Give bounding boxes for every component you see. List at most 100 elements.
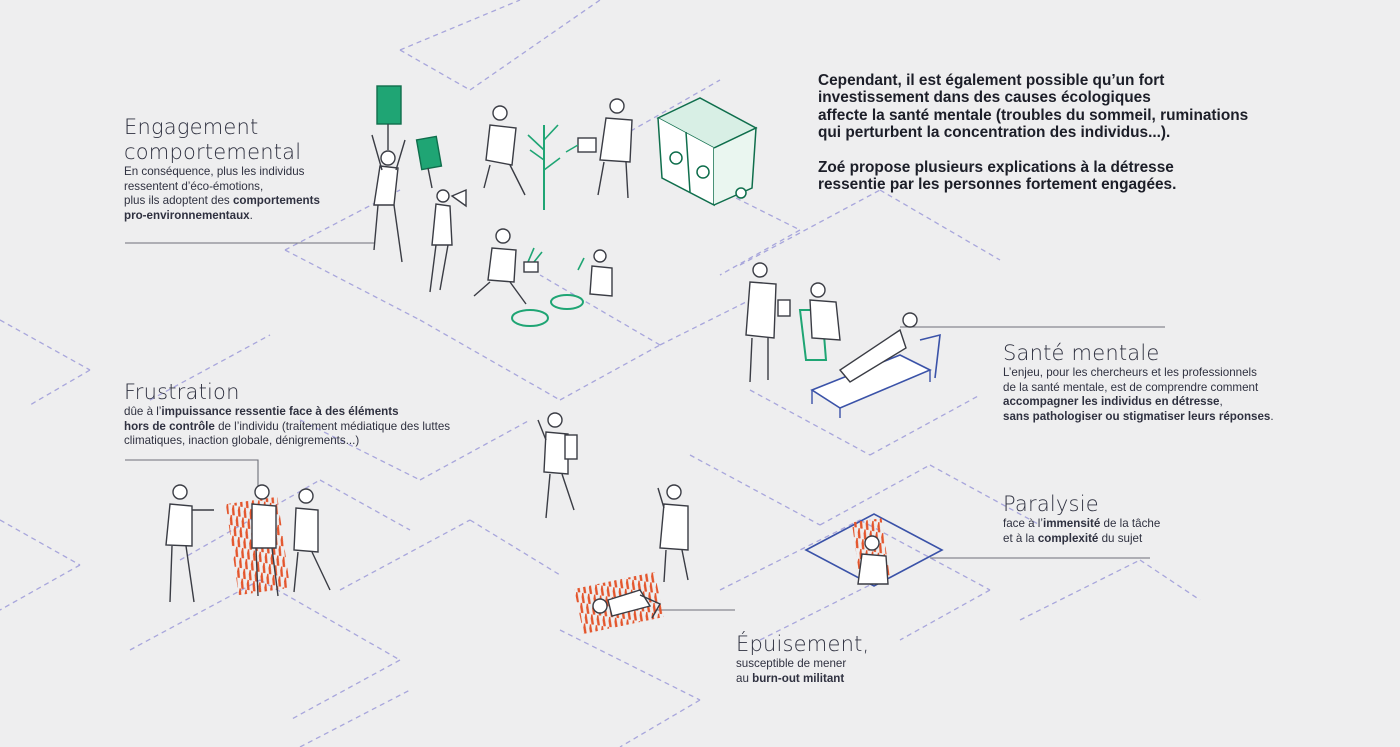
tree-planting-icon [483, 105, 561, 210]
leader-line-frustration [125, 459, 259, 490]
grid-line [559, 629, 701, 701]
therapy-couch-icon [798, 282, 941, 418]
engagement-line: En conséquence, plus les individus [124, 165, 305, 178]
intro-line: investissement dans des causes écologiqu… [818, 89, 1151, 107]
psychologist-icon [745, 262, 791, 383]
sante-line: L’enjeu, pour les chercheurs et les prof… [1003, 366, 1257, 379]
engagement-line: plus ils adoptent des [124, 194, 233, 208]
grid-line [339, 519, 471, 591]
paralysie-bold: complexité [1037, 531, 1099, 545]
frustration-line: climatiques, inaction globale, dénigreme… [124, 434, 360, 448]
grid-line [299, 689, 411, 747]
engagement-bold: comportements [232, 194, 320, 208]
megaphone-protester-icon [415, 135, 467, 293]
frustration-title: Frustration [124, 380, 240, 404]
engagement-bold: pro-environnementaux [124, 208, 250, 222]
intro-paragraph-2: Zoé propose plusieurs explications à la … [818, 159, 1338, 194]
paralysie-description: face à l’immensité de la tâche et à la c… [1003, 517, 1223, 546]
engagement-title-line2: comportemental [124, 140, 302, 164]
dashed-grid-lines [0, 0, 1201, 747]
intro-line: qui perturbent la concentration des indi… [818, 124, 1171, 142]
section-sante-mentale: Santé mentale L’enjeu, pour les chercheu… [1003, 341, 1333, 424]
grid-line [0, 564, 81, 611]
sante-bold: sans pathologiser ou stigmatiser leurs r… [1003, 409, 1271, 423]
section-epuisement: Épuisement, susceptible de mener au burn… [736, 632, 956, 686]
grid-line [659, 299, 751, 346]
grid-line [29, 369, 91, 406]
epuisement-description: susceptible de mener au burn-out militan… [736, 657, 956, 686]
engagement-line: ressentent d’éco-émotions, [124, 179, 264, 193]
grid-line [749, 389, 871, 456]
lying-exhausted-person-icon [574, 571, 664, 635]
grid-line [869, 394, 981, 456]
engagement-title-line1: Engagement [124, 115, 259, 139]
engagement-line: . [249, 208, 253, 222]
grid-line [299, 419, 421, 481]
sante-line: , [1219, 395, 1223, 409]
intro-line: Cependant, il est également possible qu’… [818, 72, 1165, 89]
sante-line: de la santé mentale, est de comprendre c… [1003, 380, 1259, 394]
sante-bold: accompagner les individus en détresse [1003, 395, 1220, 409]
worried-person-icon [657, 484, 689, 583]
watering-can-icon [565, 98, 633, 199]
grid-line [419, 419, 531, 481]
section-frustration: Frustration dûe à l’impuissance ressenti… [124, 380, 504, 449]
sante-title: Santé mentale [1003, 341, 1160, 365]
engagement-description: En conséquence, plus les individus resse… [124, 165, 384, 223]
grid-line [719, 519, 861, 591]
epuisement-line: susceptible de mener [736, 657, 847, 670]
engagement-title: Engagement comportemental [124, 115, 384, 165]
grid-line [289, 659, 401, 721]
paralysie-line: et à la [1003, 531, 1038, 545]
arguing-group-icon [165, 484, 331, 603]
grid-line [559, 344, 661, 401]
grid-line [129, 579, 261, 651]
grid-line [819, 464, 931, 526]
intro-line: ressentie par les personnes fortement en… [818, 176, 1177, 194]
intro-paragraph-1: Cependant, il est également possible qu’… [818, 72, 1338, 142]
grid-line [719, 189, 801, 231]
grid-line [399, 0, 521, 51]
paralysie-bold: immensité [1042, 517, 1101, 530]
frustration-line: de l’individu (traitement médiatique des… [214, 419, 451, 433]
frustration-description: dûe à l’impuissance ressentie face à des… [124, 405, 504, 449]
epuisement-line: au [736, 671, 753, 685]
frustration-line: dûe à l’ [124, 405, 162, 418]
sante-line: . [1270, 409, 1274, 423]
protester-sign-icon [371, 85, 406, 263]
grid-line [0, 319, 91, 371]
grid-line [149, 334, 271, 401]
seedling-planting-icon [473, 228, 613, 327]
sante-description: L’enjeu, pour les chercheurs et les prof… [1003, 366, 1333, 424]
grid-line [319, 479, 411, 531]
epuisement-title: Épuisement, [736, 632, 870, 656]
intro-line: Zoé propose plusieurs explications à la … [818, 158, 1174, 176]
grid-line [759, 579, 881, 641]
grid-line [719, 229, 801, 276]
epuisement-bold: burn-out militant [752, 671, 845, 685]
paralysie-line: de la tâche [1100, 517, 1161, 530]
paralysie-title: Paralysie [1003, 492, 1099, 516]
frustration-bold: hors de contrôle [124, 419, 215, 433]
grid-line [619, 699, 701, 747]
grid-line [689, 454, 821, 526]
leader-lines [125, 242, 1165, 611]
grid-line [899, 589, 991, 641]
grid-line [614, 79, 721, 141]
section-paralysie: Paralysie face à l’immensité de la tâche… [1003, 492, 1223, 546]
grid-line [1019, 559, 1141, 621]
intro-line: affecte la santé mentale (troubles du so… [818, 106, 1249, 124]
intro-text: Cependant, il est également possible qu’… [818, 72, 1338, 193]
walking-person-icon [537, 412, 578, 519]
grid-line [0, 519, 81, 566]
paralysie-line: face à l’ [1003, 517, 1043, 530]
grid-line [399, 49, 471, 91]
recycling-bins-icon [656, 97, 758, 207]
paralyzed-person-box-icon [804, 513, 944, 587]
grid-line [859, 519, 991, 591]
grid-line [1139, 559, 1201, 601]
section-engagement: Engagement comportemental En conséquence… [124, 115, 384, 223]
